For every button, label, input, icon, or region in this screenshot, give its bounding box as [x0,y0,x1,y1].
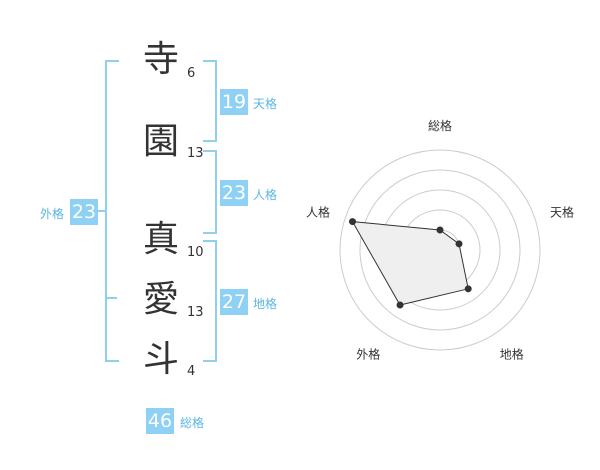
surname-char-2: 園 [142,121,179,162]
jinkaku-value-badge: 23 [220,180,248,206]
radar-point-1 [436,226,444,234]
radar-axis-label-5: 人格 [306,204,330,219]
gaikaku-bracket [105,60,119,362]
given-char-3: 斗 [142,339,179,380]
stroke-count-2: 13 [187,146,204,161]
tenkaku-label: 天格 [253,97,278,111]
stroke-count-3: 10 [187,245,204,260]
tenkaku-value-badge: 19 [220,89,248,115]
radar-axis-label-1: 総格 [428,118,452,133]
gaikaku-label: 外格 [40,207,65,221]
surname-char-1: 寺 [142,39,179,80]
radar-point-2 [455,240,463,248]
stroke-count-5: 4 [187,364,196,379]
tenkaku-bracket [203,60,217,142]
chikaku-value-badge: 27 [220,289,248,315]
chikaku-bracket [203,240,217,362]
stroke-count-4: 13 [187,305,204,320]
radar-shape [351,221,469,306]
soukaku-label: 総格 [180,416,205,430]
chikaku-label: 地格 [253,297,278,311]
radar-axis-label-2: 天格 [550,204,574,219]
radar-point-5 [349,218,357,226]
name-stroke-diagram: 寺 6 園 13 真 10 愛 13 斗 4 23 外格 19 天格 23 人格… [40,39,278,434]
given-char-1: 真 [142,219,179,260]
gaikaku-value-badge: 23 [70,199,98,225]
radar-axis-label-4: 外格 [356,347,380,362]
jinkaku-label: 人格 [253,188,278,202]
radar-rings [339,149,541,351]
radar-ring [359,169,521,331]
jinkaku-bracket [203,150,217,234]
radar-axis-label-3: 地格 [500,347,524,362]
radar-point-3 [464,285,472,293]
gaikaku-connector [98,210,106,212]
given-char-2: 愛 [142,279,179,320]
radar-points [349,218,472,309]
radar-point-4 [396,301,404,309]
radar-ring [339,149,541,351]
gaikaku-divider [105,297,117,299]
stroke-count-1: 6 [187,66,196,81]
soukaku-value-badge: 46 [146,408,174,434]
